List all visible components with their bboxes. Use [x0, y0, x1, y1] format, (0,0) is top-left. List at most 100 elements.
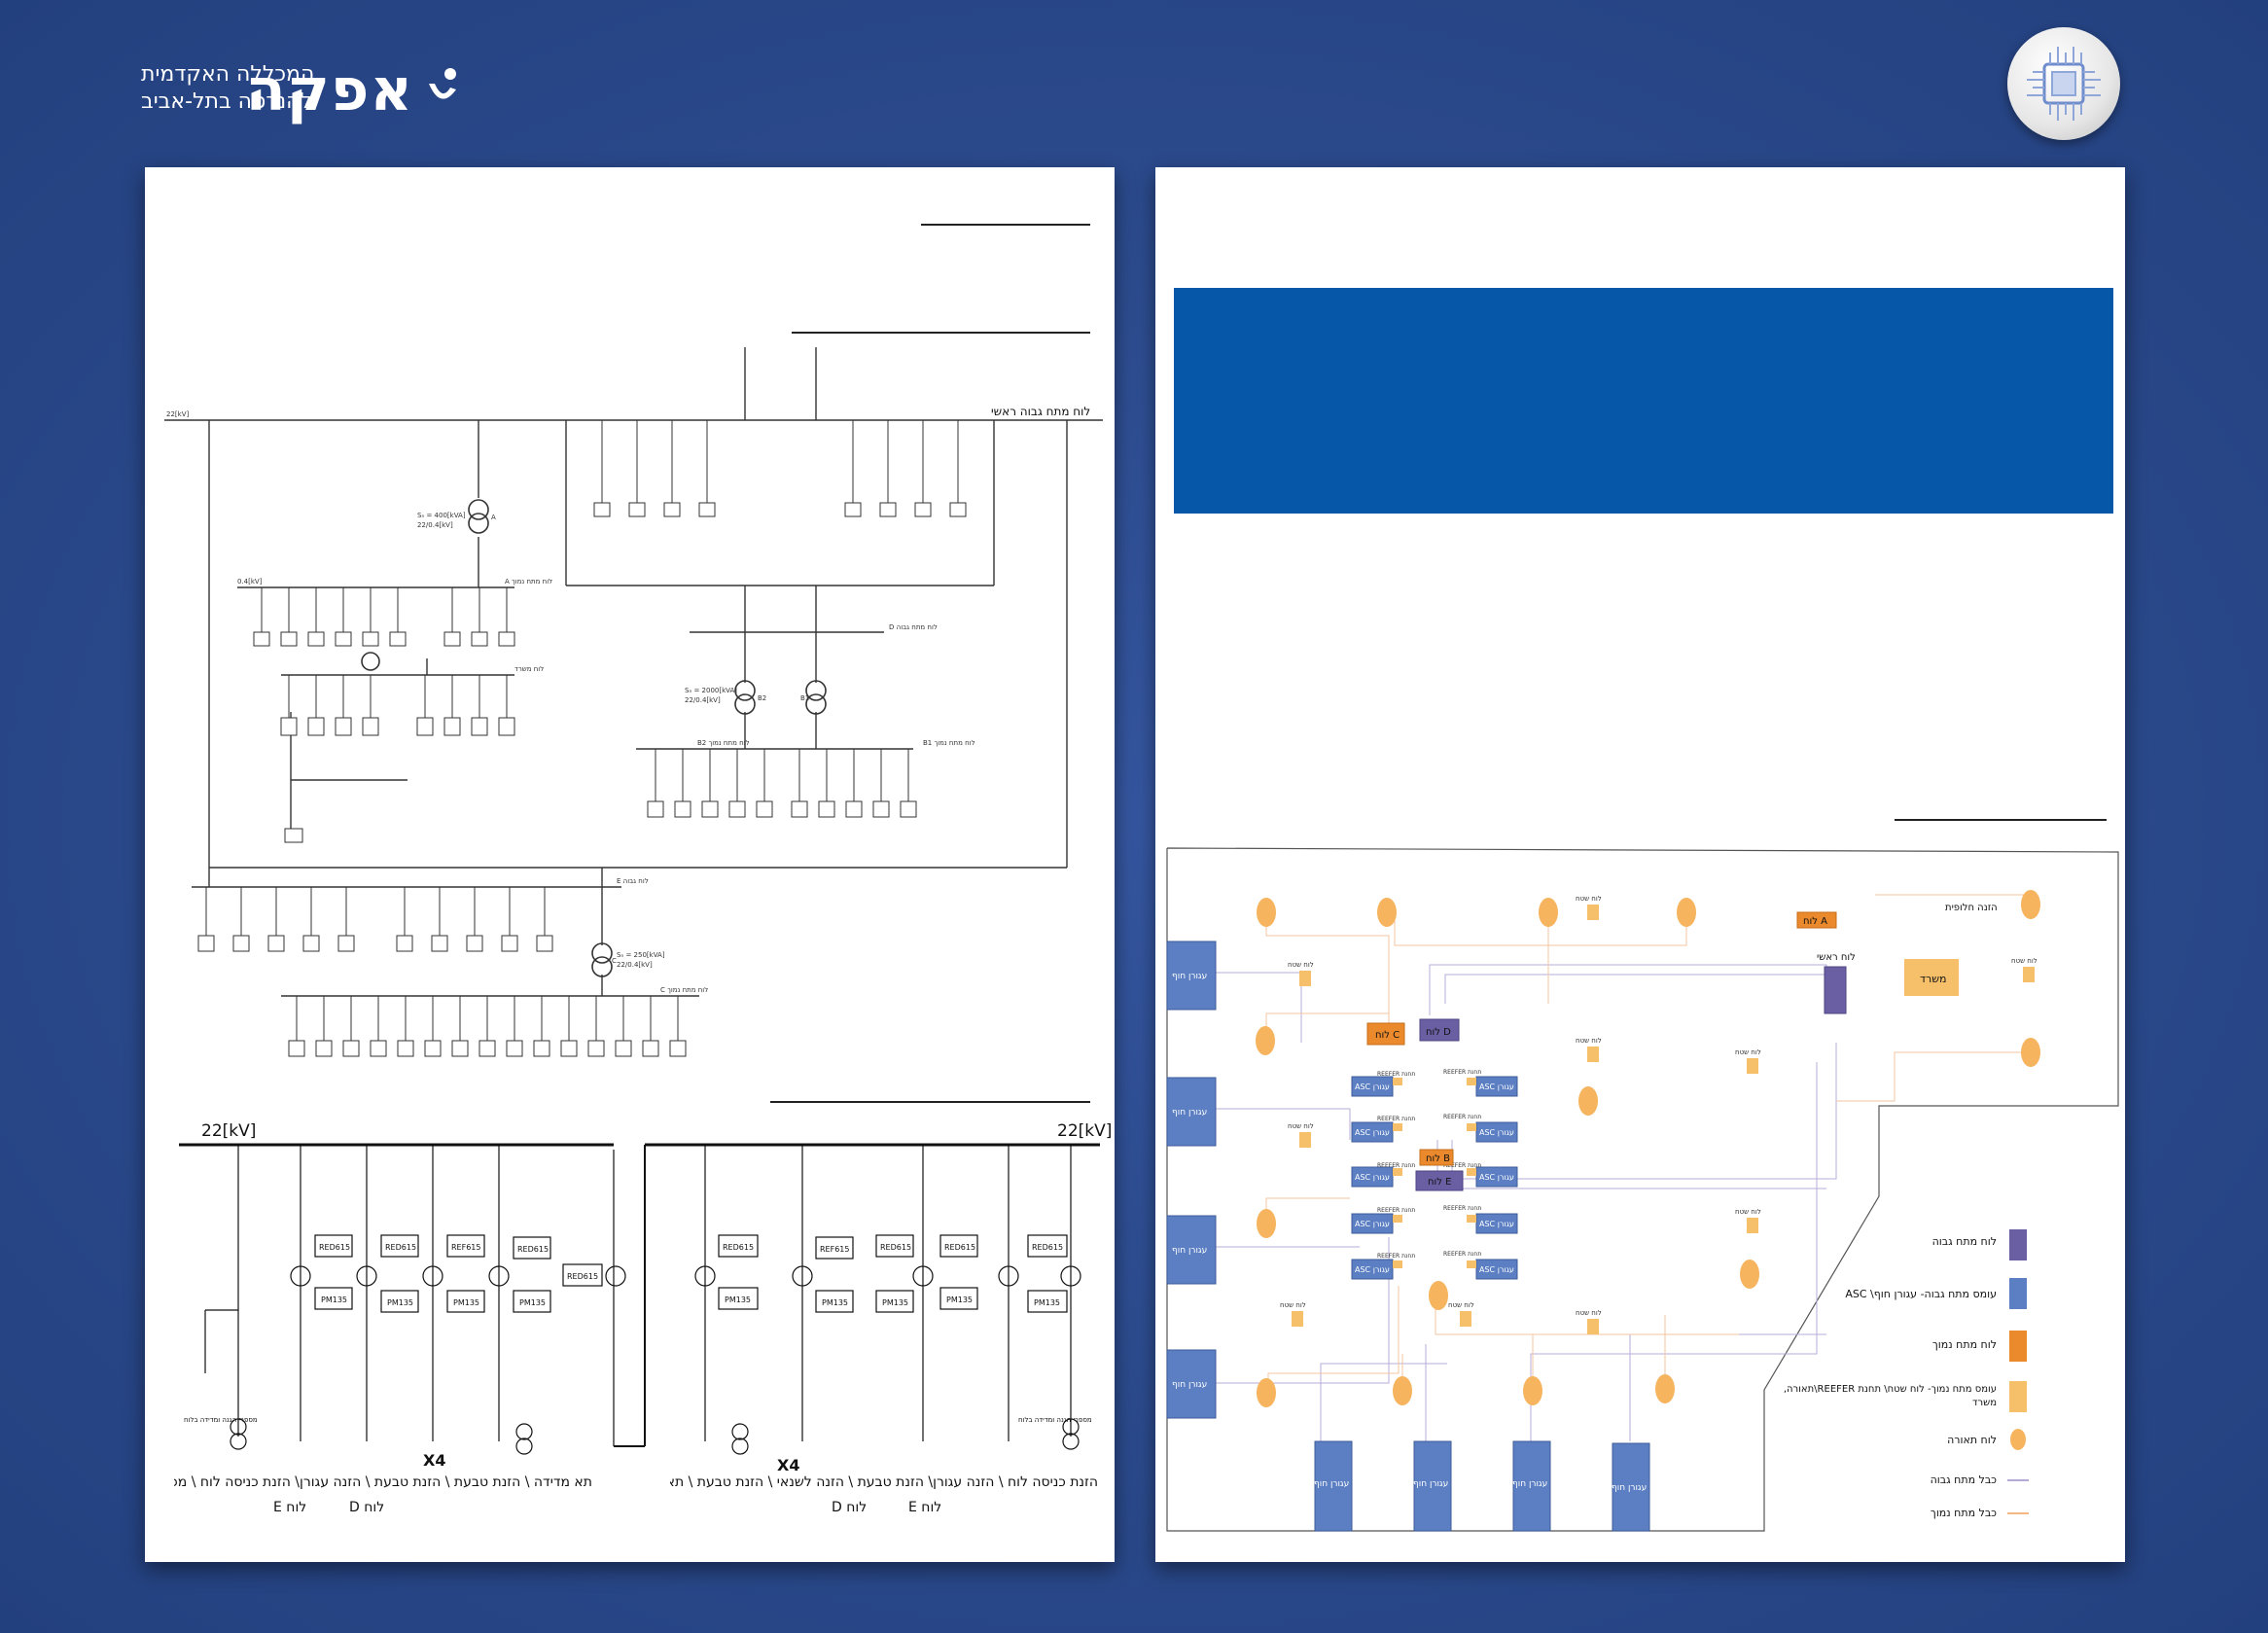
meter-right-1: PM135	[725, 1296, 751, 1304]
heading-line-3	[770, 1101, 1090, 1103]
transformer-A-primary	[468, 499, 489, 520]
relay-left-3: REF615	[451, 1243, 480, 1252]
reefer-label-8: REEFER תחנת	[1443, 1205, 1481, 1212]
asc-label-5: ASC עגורן	[1355, 1173, 1390, 1182]
main-hv-board-label: לוח מתח גבוה ראשי	[991, 405, 1090, 418]
board-D-label: לוח D	[1426, 1027, 1451, 1038]
field-board-label-6: לוח שטח	[1288, 1122, 1314, 1130]
trafo-A-ratio: 22/0.4[kV]	[417, 521, 453, 529]
reefer-label-1: REEFER תחנת	[1377, 1071, 1415, 1078]
meter-label-left: מספרי הגנה ומדידה בלוח	[184, 1416, 258, 1424]
reefer-label-10: REEFER תחנת	[1443, 1251, 1481, 1258]
bottom-caption-right-sub-1: לוח D	[832, 1500, 868, 1515]
legend-hv-cable-label: כבל מתח גבוה	[1930, 1473, 1997, 1486]
legend-lv-cable-label: כבל מתח נמוך	[1930, 1507, 1997, 1519]
meter-left-1: PM135	[321, 1296, 347, 1304]
quay-crane-label-3: עגורן חוף	[1172, 1246, 1207, 1256]
relay-right-4: RED615	[944, 1243, 975, 1252]
quay-crane-label-5: עגורן חוף	[1314, 1479, 1349, 1489]
field-board-label-5: לוח שטח	[1735, 1048, 1761, 1056]
legend-lv-board-label: לוח מתח נמוך	[1931, 1338, 1997, 1351]
afeka-mark-icon	[429, 68, 456, 99]
single-line-diagram-panel: לוח מתח גבוה ראשי 22[kV] Sₙ = 400[kVA] 2…	[145, 167, 1115, 1562]
heading-line-4	[1895, 819, 2107, 821]
board-A-label: לוח A	[1803, 916, 1827, 927]
bottom-caption-left-sub-2: לוח D	[349, 1500, 385, 1515]
reefer-label-4: REEFER תחנת	[1443, 1114, 1481, 1120]
trafo-B-ratio: 22/0.4[kV]	[685, 696, 721, 704]
quay-crane-label-2: עגורן חוף	[1172, 1108, 1207, 1118]
A-lv-voltage: 0.4[kV]	[237, 578, 263, 586]
reefer-label-5: REEFER תחנת	[1377, 1162, 1415, 1169]
heading-line-1	[921, 224, 1090, 226]
C-lv-board-label: C לוח מתח נמוך	[660, 986, 708, 994]
office-block	[1904, 959, 1959, 996]
asc-label-4: ASC עגורן	[1479, 1128, 1514, 1137]
E-hv-board-label: E לוח גבוה	[617, 877, 649, 885]
reefer-label-3: REEFER תחנת	[1377, 1116, 1415, 1122]
bottom-caption-left-sub-1: לוח E	[273, 1500, 307, 1515]
A-lv-board-label: A לוח מתח נמוך	[505, 578, 552, 586]
quay-crane-label-7: עגורן חוף	[1512, 1479, 1547, 1489]
quay-crane-label-6: עגורן חוף	[1413, 1479, 1448, 1489]
relay-right-3: RED615	[880, 1243, 911, 1252]
relay-left-2: RED615	[385, 1243, 416, 1252]
trafo-B1-label: B1	[800, 694, 809, 702]
alt-feed-label: הזנה חלופית	[1945, 903, 1998, 913]
field-board-label-8: לוח שטח	[1280, 1301, 1306, 1309]
quay-crane-label-8: עגורן חוף	[1612, 1483, 1647, 1493]
asc-label-2: ASC עגורן	[1479, 1083, 1514, 1091]
trafo-A-rating: Sₙ = 400[kVA]	[417, 512, 466, 519]
bottom-caption-right-sub-2: לוח E	[908, 1500, 942, 1515]
legend-lighting-label: לוח תאורה	[1947, 1434, 1997, 1446]
legend-lighting-swatch	[2010, 1429, 2026, 1450]
legend	[2007, 1229, 2029, 1514]
bottom-voltage-right: 22[kV]	[1057, 1121, 1112, 1141]
site-layout-panel: עגורן חוף עגורן חוף עגורן חוף עגורן חוף …	[1155, 167, 2125, 1562]
college-line1: המכללה האקדמית	[141, 62, 315, 87]
quay-crane-label-4: עגורן חוף	[1172, 1380, 1207, 1390]
bus-voltage-label: 22[kV]	[166, 410, 189, 418]
relay-right-5: RED615	[1032, 1243, 1063, 1252]
brand-name: אפקה	[245, 56, 413, 124]
afeka-logo: אפקה המכללה האקדמית להנדסה בתל-אביב	[141, 56, 462, 124]
field-board-label-1: לוח שטח	[1576, 895, 1602, 903]
asc-label-3: ASC עגורן	[1355, 1128, 1390, 1137]
single-line-diagram: לוח מתח גבוה ראשי 22[kV] Sₙ = 400[kVA] 2…	[164, 347, 1112, 1474]
reefer-label-2: REEFER תחנת	[1443, 1069, 1481, 1076]
office-label: משרד	[1920, 973, 1946, 985]
title-bar	[1174, 288, 2113, 514]
reefer-label-9: REEFER תחנת	[1377, 1253, 1415, 1260]
B2-board-label: B2 לוח מתח נמוך	[697, 739, 750, 747]
relay-right-1: RED615	[723, 1243, 754, 1252]
meter-right-3: PM135	[882, 1298, 908, 1307]
field-board-label-10: לוח שטח	[1576, 1309, 1602, 1317]
legend-lv-board-swatch	[2009, 1331, 2027, 1362]
board-C-label: לוח C	[1375, 1030, 1400, 1041]
asc-label-1: ASC עגורן	[1355, 1083, 1390, 1091]
D-hv-board-label: D לוח מתח גבוה	[889, 623, 938, 631]
trafo-C-rating: Sₙ = 250[kVA]	[617, 951, 665, 959]
asc-label-6: ASC עגורן	[1479, 1173, 1514, 1182]
legend-lv-load-label: עומס מתח נמוך- לוח שטח\ תחנת REEFER\תאור…	[1783, 1384, 1997, 1408]
meter-left-4: PM135	[519, 1298, 546, 1307]
legend-hv-load-label: עומס מתח גבוה- עגורן חוף\ ASC	[1845, 1288, 1997, 1300]
quay-crane-label-1: עגורן חוף	[1172, 972, 1207, 981]
site-layout-diagram: עגורן חוף עגורן חוף עגורן חוף עגורן חוף …	[1166, 847, 2119, 1532]
asc-label-9: ASC עגורן	[1355, 1265, 1390, 1274]
relay-left-4: RED615	[517, 1245, 549, 1254]
trafo-C-label: C	[612, 957, 617, 965]
chip-emblem	[2007, 27, 2120, 140]
bottom-caption-left: תא מדידה \ הזנת טבעת \ הזנת טבעת \ הזנה …	[174, 1474, 592, 1490]
bottom-voltage-left: 22[kV]	[201, 1121, 256, 1141]
trafo-A-label: A	[491, 514, 496, 521]
meter-left-3: PM135	[453, 1298, 479, 1307]
multiplier-left: X4	[423, 1451, 445, 1470]
field-board-label-4: לוח שטח	[1576, 1037, 1602, 1045]
chip-icon	[2027, 47, 2101, 121]
asc-label-8: ASC עגורן	[1479, 1220, 1514, 1228]
office-board-label: לוח משרד	[514, 665, 544, 673]
heading-line-2	[792, 332, 1090, 334]
trafo-B-rating: Sₙ = 2000[kVA]	[685, 687, 737, 694]
meter-right-5: PM135	[1034, 1298, 1060, 1307]
